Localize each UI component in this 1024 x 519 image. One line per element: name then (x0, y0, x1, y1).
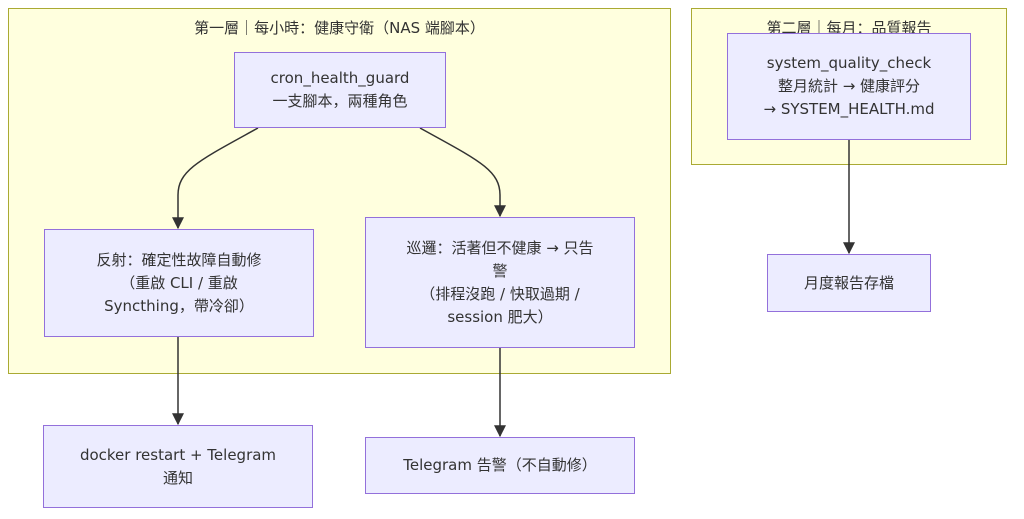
node-guard-line-2: 一支腳本，兩種角色 (272, 92, 408, 110)
cluster-monthly-title: 第二層｜每月：品質報告 (766, 19, 932, 37)
node-reflex-line-1: 反射：確定性故障自動修 (96, 250, 262, 269)
node-guard-line-1: cron_health_guard (270, 69, 410, 87)
node-quality-line-3: → SYSTEM_HEALTH.md (763, 100, 935, 118)
node-docker-restart: docker restart + Telegram 通知 (43, 425, 313, 508)
node-reflex-line-2: （重啟 CLI / 重啟 (120, 273, 238, 292)
node-system-quality-check: system_quality_check 整月統計 → 健康評分 → SYSTE… (727, 33, 971, 140)
node-patrol-line-2: 警 (492, 261, 508, 280)
node-cron-health-guard: cron_health_guard 一支腳本，兩種角色 (234, 52, 446, 128)
node-archive-line-1: 月度報告存檔 (803, 273, 894, 292)
node-reflex-line-3: Syncthing，帶冷卻） (104, 296, 254, 315)
node-patrol-line-4: session 肥大） (447, 307, 553, 326)
edge-guard-to-patrol (419, 127, 506, 218)
node-restart-line-1: docker restart + Telegram (79, 445, 277, 464)
node-telegram-alert: Telegram 告警（不自動修） (365, 437, 635, 494)
node-reflex: 反射：確定性故障自動修 （重啟 CLI / 重啟 Syncthing，帶冷卻） (44, 229, 314, 337)
node-quality-line-2: 整月統計 → 健康評分 (777, 77, 921, 95)
node-monthly-archive: 月度報告存檔 (767, 254, 931, 312)
node-patrol-line-3: （排程沒跑 / 快取過期 / (420, 284, 580, 303)
cluster-hourly-title: 第一層｜每小時：健康守衛（NAS 端腳本） (194, 19, 485, 37)
node-restart-line-2: 通知 (162, 468, 193, 487)
node-patrol: 巡邏：活著但不健康 → 只告 警 （排程沒跑 / 快取過期 / session … (365, 217, 635, 348)
edge-guard-to-reflex (172, 127, 259, 230)
node-alert-line-1: Telegram 告警（不自動修） (403, 456, 597, 474)
node-quality-line-1: system_quality_check (766, 54, 932, 72)
node-patrol-line-1: 巡邏：活著但不健康 → 只告 (406, 238, 594, 257)
